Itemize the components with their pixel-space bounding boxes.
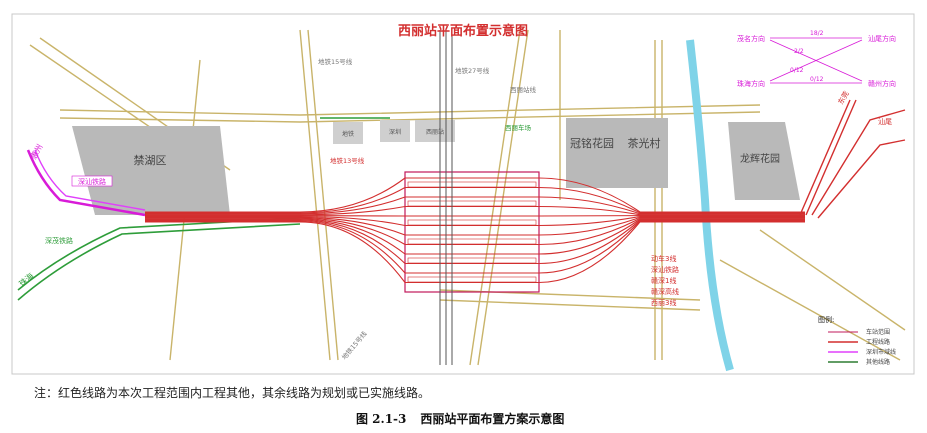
station-area — [404, 171, 540, 293]
diagram-title: 西丽站平面布置示意图 — [398, 23, 528, 39]
legend-label-0: 车站范围 — [866, 328, 890, 336]
rail-track — [145, 220, 805, 274]
small-box-label-3: 西丽站 — [426, 128, 444, 136]
route-right-1: 汕尾方向 — [868, 34, 896, 43]
label-left-district: 禁湖区 — [134, 154, 167, 167]
label-chaguang: 茶光村 — [628, 136, 661, 150]
small-box-label-2: 深圳 — [389, 128, 401, 136]
rail-northeast — [799, 99, 906, 219]
rail-track — [145, 177, 805, 213]
small-block-1 — [333, 122, 363, 144]
platform — [407, 181, 537, 188]
label-metro13: 地铁13号线 — [330, 156, 365, 165]
rail-track — [145, 217, 805, 246]
legend: 图例: 车站范围 工程线路 深圳市域线 其他线路 — [818, 315, 896, 366]
block-longhui — [728, 122, 800, 200]
label-shenmao: 深茂铁路 — [45, 236, 73, 245]
rail-track — [145, 215, 805, 227]
platform — [407, 276, 537, 283]
river — [686, 39, 734, 372]
legend-label-1: 工程线路 — [866, 338, 890, 346]
route-right-2: 赣州方向 — [868, 79, 896, 88]
rail-track — [145, 196, 805, 215]
route-fraction-4: 0/12 — [810, 76, 824, 83]
legend-label-2: 深圳市域线 — [866, 348, 896, 356]
rail-track — [145, 218, 805, 255]
rail-track — [145, 219, 805, 265]
label-shantou: 汕尾 — [878, 117, 892, 126]
line-list-item-3: 赣深高线 — [651, 287, 679, 296]
label-metro-right: 西丽站线 — [510, 85, 537, 94]
line-list-item-2: 赣深1线 — [651, 276, 676, 285]
small-block-3 — [415, 120, 455, 142]
platform — [407, 200, 537, 207]
label-metro27: 地铁27号线 — [455, 66, 490, 75]
line-list-item-0: 动车3线 — [651, 254, 676, 263]
legend-label-3: 其他线路 — [866, 358, 890, 366]
label-depot: 西丽车场 — [505, 123, 532, 132]
platform — [407, 238, 537, 245]
route-fraction-1: 18/2 — [810, 30, 824, 37]
line-list-item-1: 深汕铁路 — [651, 265, 679, 274]
line-list: 动车3线 深汕铁路 赣深1线 赣深高线 西丽3线 — [651, 254, 679, 307]
rail-track — [145, 205, 805, 216]
route-left-1: 茂名方向 — [737, 34, 765, 43]
label-guanming: 冠铭花园 — [570, 136, 614, 150]
metro-vertical-lines — [439, 30, 453, 365]
platform — [407, 257, 537, 264]
platform — [407, 219, 537, 226]
route-left-2: 珠海方向 — [737, 79, 765, 88]
rail-track — [145, 186, 805, 214]
magenta-line — [26, 149, 146, 217]
green-lines — [17, 117, 390, 301]
rail-bundle — [145, 177, 805, 284]
route-fraction-2: 2/2 — [794, 48, 804, 55]
label-longhui: 龙辉花园 — [740, 152, 780, 165]
block-left — [72, 126, 230, 215]
route-legend: 茂名方向 珠海方向 汕尾方向 赣州方向 18/2 2/2 0/12 0/12 — [737, 30, 896, 88]
small-block-2 — [380, 120, 410, 142]
rail-track — [145, 221, 805, 284]
legend-title: 图例: — [818, 315, 834, 324]
figure-caption: 图 2.1-3 西丽站平面布置方案示意图 — [356, 410, 578, 427]
label-box-shenzhen — [71, 175, 113, 187]
magenta-line-2 — [34, 149, 146, 211]
line-list-item-4: 西丽3线 — [651, 298, 676, 307]
caption-number: 图 2.1-3 — [356, 412, 407, 426]
small-box-label-1: 地铁 — [342, 130, 354, 138]
label-metro15: 地铁15号线 — [318, 57, 353, 66]
block-guanming — [566, 118, 668, 188]
diagram-note: 注：红色线路为本次工程范围内工程其他，其余线路为规划或已实施线路。 — [34, 386, 431, 400]
route-fraction-3: 0/12 — [790, 67, 804, 74]
rail-track — [145, 216, 805, 236]
label-shenzhen-line: 深汕铁路 — [78, 177, 106, 186]
caption-title: 西丽站平面布置方案示意图 — [420, 412, 565, 426]
